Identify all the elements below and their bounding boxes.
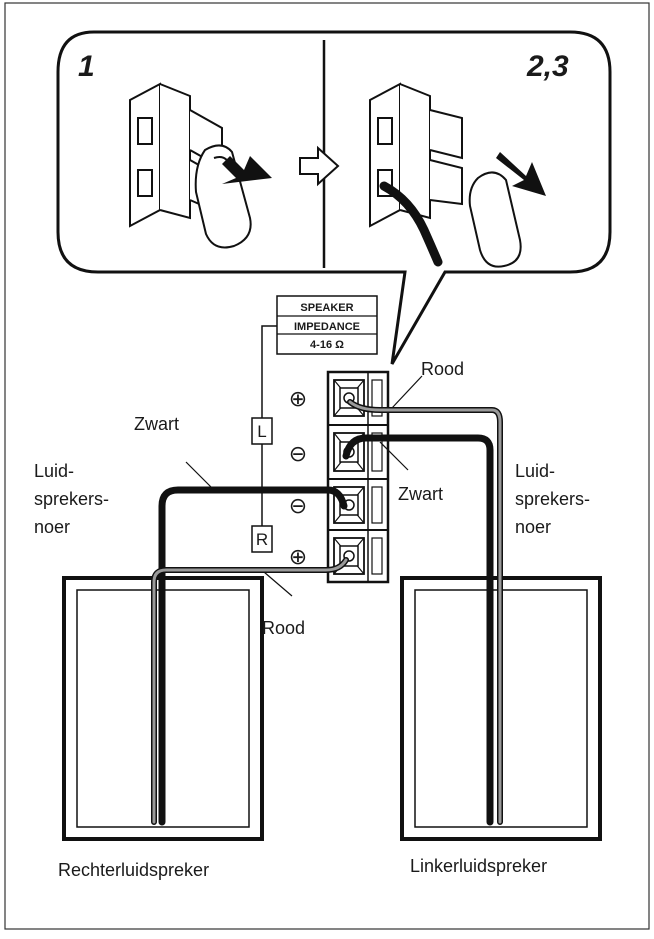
cord-left-black <box>342 434 494 826</box>
channel-bracket <box>261 325 277 526</box>
cord-right-black <box>158 486 348 826</box>
clip-body-icon <box>129 82 161 228</box>
plate-line-3: 4-16 Ω <box>310 339 344 351</box>
label-right-speaker: Rechterluidspreker <box>58 860 209 880</box>
clip-lever-bottom-icon <box>429 159 463 206</box>
label-cord-right-2: sprekers- <box>515 489 590 509</box>
label-cord-left-3: noer <box>34 517 70 537</box>
label-rood-bottom: Rood <box>262 618 305 638</box>
plus-symbol-top: ⊕ <box>289 387 307 412</box>
minus-symbol-top: ⊖ <box>289 442 307 467</box>
clip-hole-top-icon <box>137 117 153 145</box>
leader-zwart-left <box>185 461 213 489</box>
minus-symbol-bottom: ⊖ <box>289 494 307 519</box>
channel-l-label: L <box>257 422 266 441</box>
plate-line-1: SPEAKER <box>300 302 353 314</box>
cord-left-red-core <box>348 400 502 824</box>
channel-r-label: R <box>256 530 268 549</box>
impedance-plate: SPEAKER IMPEDANCE 4-16 Ω <box>276 295 378 355</box>
transition-arrow-icon <box>299 145 340 187</box>
channel-r-box <box>251 525 273 553</box>
label-cord-left-1: Luid- <box>34 461 74 481</box>
clip-hole-bottom-icon <box>137 169 153 197</box>
clip-body-icon <box>369 82 401 228</box>
cords <box>151 399 503 826</box>
page-frame <box>4 2 650 930</box>
clip-side-icon <box>159 83 191 220</box>
push-arrow-icon <box>222 156 272 184</box>
terminal-l-plus[interactable] <box>333 379 365 417</box>
release-arrow-icon <box>496 152 546 196</box>
clip-hole-top-icon <box>377 117 393 145</box>
label-zwart-right: Zwart <box>398 484 443 504</box>
label-cord-left-2: sprekers- <box>34 489 109 509</box>
step-1-label: 1 <box>78 50 95 83</box>
finger-release-icon <box>468 171 522 268</box>
label-rood-top: Rood <box>421 359 464 379</box>
cord-right-red-core <box>152 558 348 824</box>
plate-line-2: IMPEDANCE <box>294 321 360 333</box>
label-cord-right-3: noer <box>515 517 551 537</box>
leader-lines <box>185 375 423 597</box>
leader-rood-bottom <box>263 571 293 597</box>
channel-l-box <box>251 417 273 445</box>
leader-zwart-right <box>379 441 409 471</box>
leader-rood-top <box>391 375 423 409</box>
step-2-3-label: 2,3 <box>526 50 569 83</box>
label-left-speaker: Linkerluidspreker <box>410 856 547 876</box>
inserted-wire-icon <box>379 181 443 267</box>
label-cord-right-1: Luid- <box>515 461 555 481</box>
clip-lever-top-icon <box>429 109 463 160</box>
label-zwart-left: Zwart <box>134 414 179 434</box>
plus-symbol-bottom: ⊕ <box>289 545 307 570</box>
